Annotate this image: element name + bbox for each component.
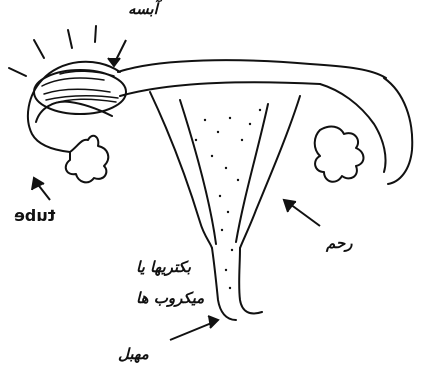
cervix (212, 248, 262, 320)
uterus-top (118, 60, 386, 96)
bacteria-dots (195, 109, 261, 289)
uterus-body (150, 92, 300, 248)
right-tube (320, 78, 412, 184)
left-tube (28, 62, 120, 152)
pain-rays (9, 26, 96, 76)
label-uterus: رحم (326, 234, 353, 252)
label-vagina: مهبل (118, 345, 149, 363)
label-bacteria-line1: بکتریها یا (136, 258, 191, 276)
label-tube: tube (14, 206, 55, 225)
right-fimbriae (315, 127, 364, 182)
label-abscess: آبسه (128, 0, 158, 18)
left-fimbriae (66, 136, 109, 183)
label-bacteria-line2: میکروب ها (136, 289, 204, 307)
abscess (34, 70, 126, 114)
